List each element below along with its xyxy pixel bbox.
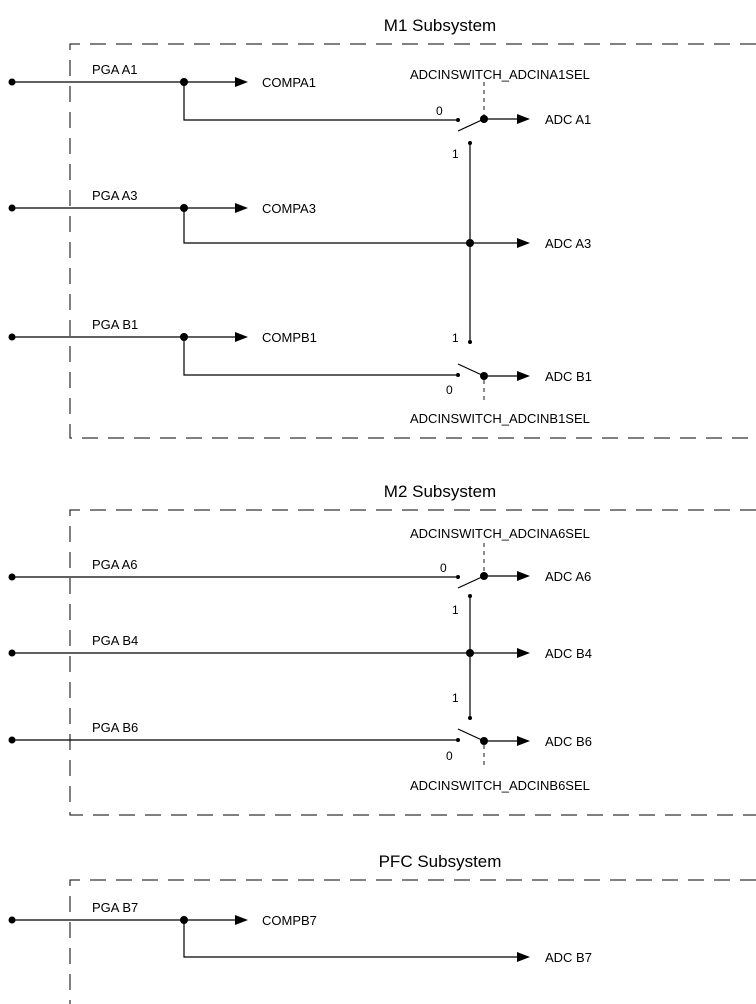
compa3-arrow <box>235 203 248 213</box>
adc-a3-arrow <box>517 238 530 248</box>
switch-b6-pos1-contact <box>468 716 472 720</box>
compb7-label: COMPB7 <box>262 913 317 928</box>
adc-b4-arrow <box>517 648 530 658</box>
switch-a1-select-label: ADCINSWITCH_ADCINA1SEL <box>410 67 590 82</box>
compb1-label: COMPB1 <box>262 330 317 345</box>
m2-subsystem-boundary <box>69 509 756 816</box>
adc-a6-arrow <box>517 571 530 581</box>
m2-subsystem: M2 Subsystem ADCINSWITCH_ADCINA6SEL PGA … <box>8 482 756 816</box>
switch-b1-pos1-label: 1 <box>452 331 459 345</box>
adc-b4-junction <box>466 649 474 657</box>
switch-b6-blade <box>457 728 485 742</box>
compa3-label: COMPA3 <box>262 201 316 216</box>
m1-subsystem-title: M1 Subsystem <box>384 16 496 35</box>
m2-subsystem-title: M2 Subsystem <box>384 482 496 501</box>
m1-subsystem-boundary <box>69 43 756 439</box>
switch-b1-blade <box>457 363 485 377</box>
pga-a3-label: PGA A3 <box>92 188 138 203</box>
switch-a1-blade <box>457 118 485 132</box>
pga-b1-to-switch-wire <box>183 337 456 376</box>
switch-b1-pos0-contact <box>456 373 460 377</box>
switch-a1-pos0-label: 0 <box>436 104 443 118</box>
pfc-subsystem-title: PFC Subsystem <box>379 852 502 871</box>
pfc-subsystem: PFC Subsystem PGA B7 COMPB7 ADC B7 <box>8 852 756 1004</box>
adc-b1-arrow <box>517 371 530 381</box>
switch-a6-pos1-label: 1 <box>452 603 459 617</box>
switch-b6-pos0-contact <box>456 738 460 742</box>
adc-a1-arrow <box>517 114 530 124</box>
pfc-subsystem-boundary <box>69 879 756 1004</box>
pga-b7-label: PGA B7 <box>92 900 138 915</box>
pga-a6-label: PGA A6 <box>92 557 138 572</box>
compa1-arrow <box>235 77 248 87</box>
pga-b6-label: PGA B6 <box>92 720 138 735</box>
pga-a1-label: PGA A1 <box>92 62 138 77</box>
pga-b7-to-adc-wire <box>183 920 518 958</box>
switch-a6-pos0-contact <box>456 575 460 579</box>
switch-b6-pos0-label: 0 <box>446 749 453 763</box>
adc-a3-junction <box>466 239 474 247</box>
switch-b1-pos1-contact <box>468 340 472 344</box>
compb1-arrow <box>235 332 248 342</box>
adc-b1-label: ADC B1 <box>545 369 592 384</box>
switch-a6-blade <box>457 575 485 589</box>
adc-b6-label: ADC B6 <box>545 734 592 749</box>
compb7-arrow <box>235 915 248 925</box>
switch-b6-select-label: ADCINSWITCH_ADCINB6SEL <box>410 778 590 793</box>
adc-a6-label: ADC A6 <box>545 569 591 584</box>
switch-b1-select-label: ADCINSWITCH_ADCINB1SEL <box>410 411 590 426</box>
switch-a6-select-label: ADCINSWITCH_ADCINA6SEL <box>410 526 590 541</box>
switch-a6-pos0-label: 0 <box>440 561 447 575</box>
adc-a3-label: ADC A3 <box>545 236 591 251</box>
m1-subsystem: M1 Subsystem PGA A1 COMPA1 0 ADCINSWITCH… <box>8 16 756 439</box>
adc-a1-label: ADC A1 <box>545 112 591 127</box>
pga-a3-to-adc-wire <box>183 208 518 244</box>
pga-b1-label: PGA B1 <box>92 317 138 332</box>
adc-b7-label: ADC B7 <box>545 950 592 965</box>
pga-b4-label: PGA B4 <box>92 633 138 648</box>
adc-b4-label: ADC B4 <box>545 646 592 661</box>
switch-a1-pos1-label: 1 <box>452 147 459 161</box>
compa1-label: COMPA1 <box>262 75 316 90</box>
switch-b6-pos1-label: 1 <box>452 691 459 705</box>
adc-b7-arrow <box>517 952 530 962</box>
adc-b6-arrow <box>517 736 530 746</box>
switch-b1-pos0-label: 0 <box>446 383 453 397</box>
switch-a1-pos0-contact <box>456 118 460 122</box>
pga-a1-to-switch-wire <box>183 82 456 121</box>
